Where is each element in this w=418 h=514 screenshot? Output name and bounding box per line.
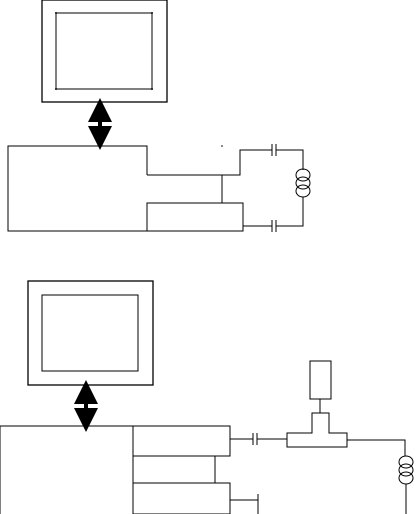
bottom-bias-tee-output [347, 439, 406, 456]
bottom-coil-icon [398, 455, 414, 485]
top-upper-port-line [222, 149, 272, 176]
bottom-bias-tee [286, 412, 348, 448]
bottom-monitor-screen [41, 294, 139, 372]
bottom-monitor [27, 280, 154, 386]
top-lower-lead [276, 197, 304, 227]
top-lower-capacitor [271, 220, 277, 232]
top-coil-icon [295, 168, 311, 198]
top-internal-connection [147, 174, 223, 203]
bottom-test-set-lower [132, 482, 231, 514]
top-monitor-screen [55, 12, 153, 90]
top-analyzer-box [7, 145, 148, 232]
top-upper-lead [276, 149, 304, 170]
top-upper-capacitor [271, 144, 277, 156]
bottom-dc-source [309, 360, 332, 400]
bottom-analyzer-box [0, 425, 134, 514]
top-monitor [41, 0, 168, 103]
top-test-set-box [146, 202, 244, 232]
bottom-test-set-upper [132, 425, 231, 457]
top-diagram [7, 0, 311, 232]
top-monitor-outer-frame [41, 0, 168, 103]
bottom-capacitor [252, 433, 258, 445]
bottom-monitor-outer-frame [27, 280, 154, 386]
bottom-diagram [0, 280, 414, 514]
